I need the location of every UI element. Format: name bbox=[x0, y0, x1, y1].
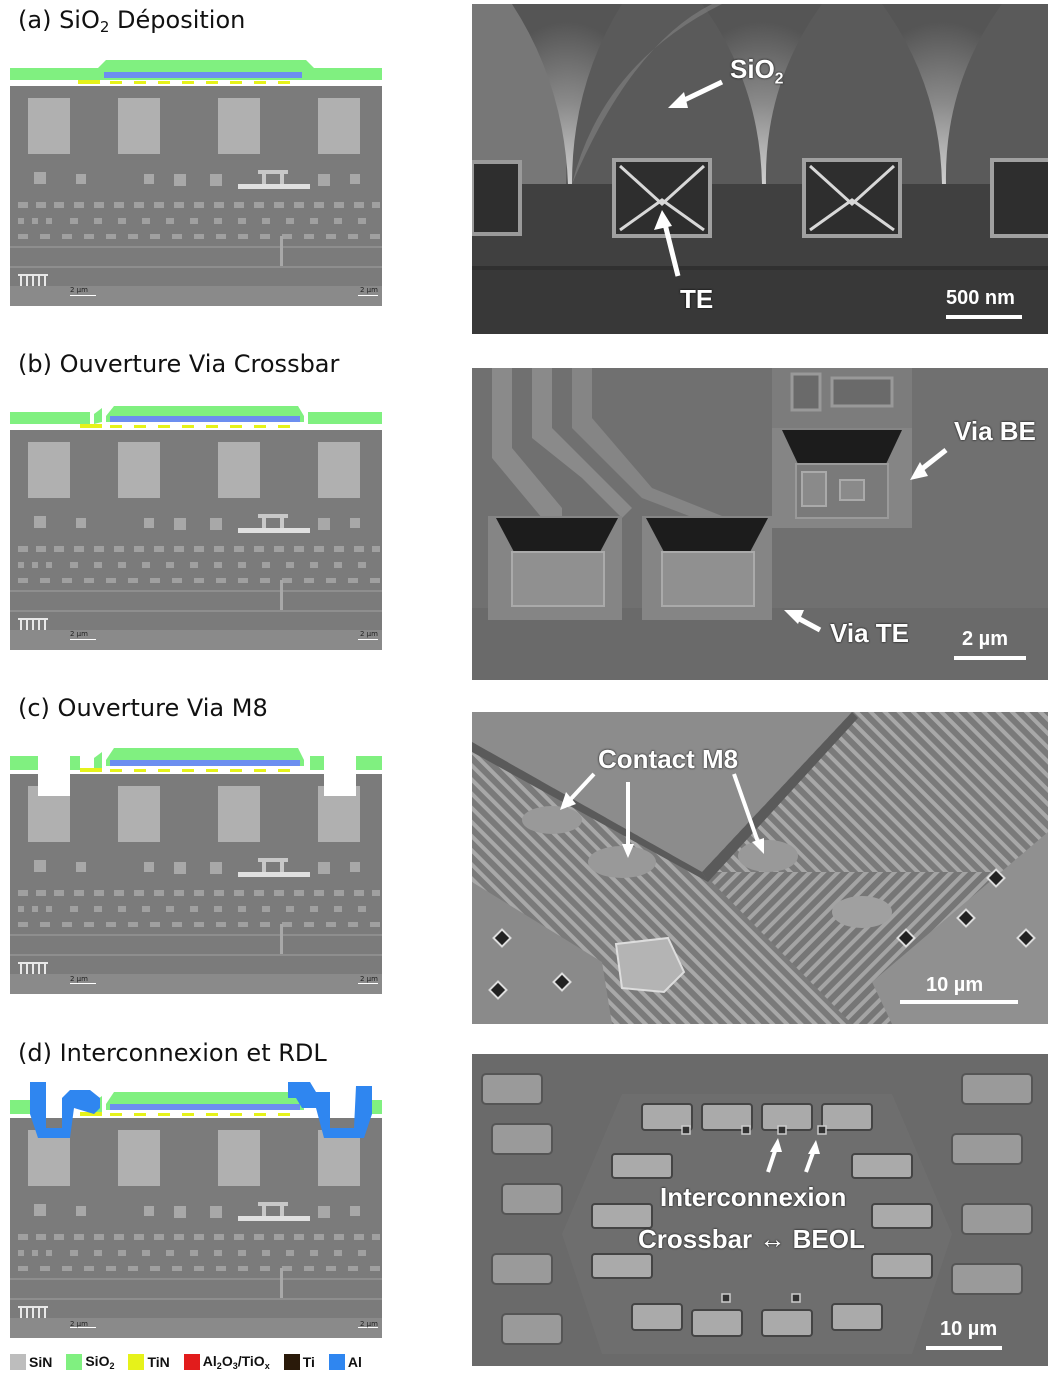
panel-a-title: (a) SiO2 Déposition bbox=[18, 6, 246, 36]
legend-swatch-sio2 bbox=[66, 1354, 83, 1370]
panel-a-sem-image: SiO2 TE 500 nm bbox=[472, 4, 1048, 334]
panel-d-schematic-scale-2: 2 µm bbox=[360, 1320, 378, 1328]
legend-item-al: Al bbox=[328, 1354, 362, 1370]
sem-d-label-line2: Crossbar ↔ BEOL bbox=[638, 1224, 865, 1254]
sem-d-scale-bar bbox=[926, 1346, 1002, 1350]
sem-b-scale-bar bbox=[954, 656, 1026, 660]
sem-c-scale-bar bbox=[900, 1000, 1018, 1004]
sem-b-scale-label: 2 µm bbox=[962, 628, 1008, 650]
panel-c-title: (c) Ouverture Via M8 bbox=[18, 694, 268, 722]
panel-c-sem-image: Contact M8 10 µm bbox=[472, 712, 1048, 1024]
panel-d-sem-image: Interconnexion Crossbar ↔ BEOL 10 µm bbox=[472, 1054, 1048, 1366]
sem-c-contact-m8-label: Contact M8 bbox=[598, 744, 739, 774]
sem-a-scale-label: 500 nm bbox=[946, 287, 1015, 309]
legend-swatch-ti bbox=[283, 1354, 300, 1370]
legend-label-sio2: SiO2 bbox=[85, 1353, 115, 1371]
panel-d-schematic-scale: 2 µm bbox=[70, 1320, 88, 1328]
legend-swatch-al2o3-tiox bbox=[183, 1354, 200, 1370]
legend-item-al2o3-tiox: Al2O3/TiOx bbox=[183, 1353, 270, 1371]
panel-b-schematic-scale: 2 µm bbox=[70, 630, 88, 638]
legend-item-ti: Ti bbox=[283, 1354, 315, 1370]
legend-item-sio2: SiO2 bbox=[66, 1353, 114, 1371]
legend-swatch-tin bbox=[128, 1354, 145, 1370]
legend-swatch-al bbox=[328, 1354, 345, 1370]
sem-a-sio2-label: SiO2 bbox=[730, 54, 784, 88]
sem-d-scale-label: 10 µm bbox=[940, 1318, 998, 1340]
sem-a-scale-bar bbox=[946, 315, 1022, 319]
panel-d-schematic bbox=[10, 1082, 382, 1338]
sem-c-scale-label: 10 µm bbox=[926, 974, 984, 996]
materials-legend: SiN SiO2 TiN Al2O3/TiOx Ti Al bbox=[10, 1352, 376, 1372]
legend-label-al2o3-tiox: Al2O3/TiOx bbox=[202, 1353, 270, 1371]
panel-c-schematic-scale: 2 µm bbox=[70, 975, 88, 983]
legend-label-tin: TiN bbox=[147, 1354, 170, 1370]
legend-item-tin: TiN bbox=[128, 1354, 170, 1370]
panel-b-schematic-scale-2: 2 µm bbox=[360, 630, 378, 638]
sem-b-via-be-label: Via BE bbox=[954, 416, 1036, 446]
sem-d-label-line1: Interconnexion bbox=[660, 1182, 847, 1212]
legend-swatch-sin bbox=[10, 1354, 26, 1370]
sem-a-te-label: TE bbox=[680, 284, 714, 314]
panel-a-schematic-scale-2: 2 µm bbox=[360, 286, 378, 294]
legend-label-ti: Ti bbox=[302, 1354, 315, 1370]
panel-b-schematic bbox=[10, 406, 382, 650]
panel-a-schematic-scale: 2 µm bbox=[70, 286, 88, 294]
panel-c-schematic-scale-2: 2 µm bbox=[360, 975, 378, 983]
legend-label-al: Al bbox=[347, 1354, 362, 1370]
legend-item-sin: SiN bbox=[10, 1354, 52, 1370]
panel-b-title: (b) Ouverture Via Crossbar bbox=[18, 350, 340, 378]
sem-b-via-te-label: Via TE bbox=[830, 618, 910, 648]
panel-c-schematic bbox=[10, 748, 382, 994]
panel-b-sem-image: Via BE Via TE 2 µm bbox=[472, 368, 1048, 680]
panel-a-schematic bbox=[10, 60, 382, 306]
legend-label-sin: SiN bbox=[29, 1354, 53, 1370]
panel-d-title: (d) Interconnexion et RDL bbox=[18, 1039, 327, 1067]
